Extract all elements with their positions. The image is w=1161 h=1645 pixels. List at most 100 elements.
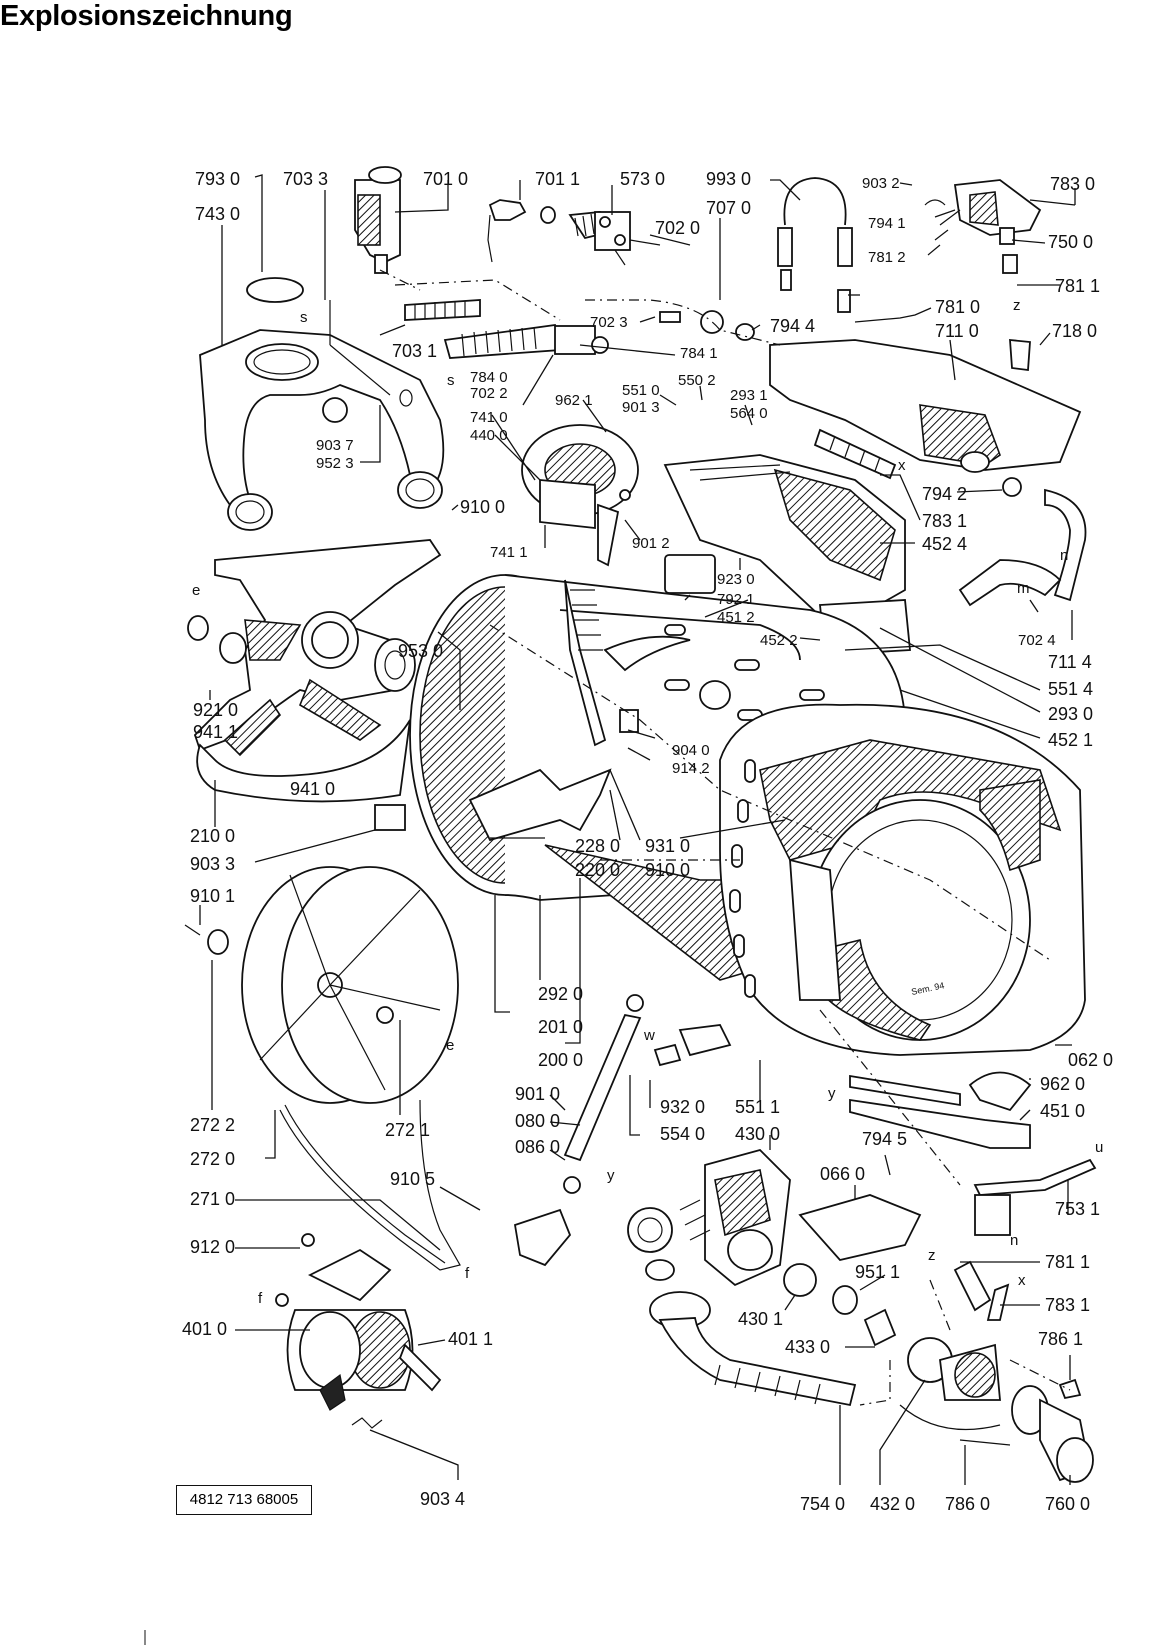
label-7831a: 783 1	[922, 511, 967, 531]
label-9101: 910 1	[190, 886, 235, 906]
label-9930: 993 0	[706, 169, 751, 189]
label-7831b: 783 1	[1045, 1295, 1090, 1315]
label-7531: 753 1	[1055, 1199, 1100, 1219]
label-9040: 904 0	[672, 742, 710, 759]
detergent-drawer-7110	[769, 338, 1082, 473]
label-9012: 901 2	[632, 535, 670, 552]
clip-9034	[351, 1417, 383, 1429]
hose-junction-7022	[554, 325, 609, 355]
heater-4510	[849, 1071, 1032, 1149]
label-9310: 931 0	[645, 836, 690, 856]
mark-z: z	[1013, 297, 1021, 314]
label-7840: 784 0	[470, 369, 508, 386]
label-2200: 220 0	[575, 860, 620, 880]
label-9620: 962 0	[1040, 1074, 1085, 1094]
label-2010: 201 0	[538, 1017, 583, 1037]
assembly-lines	[379, 269, 1071, 1406]
mark-y: y	[607, 1167, 615, 1184]
label-4524: 452 4	[922, 534, 967, 554]
label-2931: 293 1	[730, 387, 768, 404]
drum-heater-hose-7831	[813, 428, 897, 480]
label-7011: 701 1	[535, 169, 580, 189]
label-7010: 701 0	[423, 169, 468, 189]
hoses-7811-7831	[953, 1260, 1010, 1321]
label-2721: 272 1	[385, 1120, 430, 1140]
mark-x: x	[898, 457, 906, 474]
label-2722: 272 2	[190, 1115, 235, 1135]
label-4011: 401 1	[448, 1329, 493, 1349]
solenoid-valve-5730	[594, 211, 661, 266]
label-9105: 910 5	[390, 1169, 435, 1189]
mark-u: u	[1095, 1139, 1103, 1156]
label-9100b: 910 0	[645, 860, 690, 880]
mark-f: f	[465, 1265, 470, 1282]
clip-0860	[513, 1208, 572, 1267]
washer-9101	[184, 924, 229, 955]
label-4320: 432 0	[870, 1494, 915, 1514]
filter-pad-0660	[798, 1194, 922, 1261]
filter-valve-7941	[927, 179, 1076, 274]
mark-n: n	[1010, 1232, 1018, 1249]
filter-plug-7600	[1011, 1378, 1094, 1483]
label-2280: 228 0	[575, 836, 620, 856]
label-7860: 786 0	[945, 1494, 990, 1514]
label-9210: 921 0	[193, 700, 238, 720]
mark-s: s	[447, 372, 455, 389]
mark-e: e	[192, 582, 200, 599]
label-7022: 702 2	[470, 385, 508, 402]
label-4510: 451 0	[1040, 1101, 1085, 1121]
label-9320: 932 0	[660, 1097, 705, 1117]
leader-lines	[199, 174, 1076, 1485]
drain-hose-7540	[649, 1291, 857, 1407]
label-7033: 703 3	[283, 169, 328, 189]
shock-absorber-0800	[563, 994, 644, 1194]
label-2930: 293 0	[1048, 704, 1093, 724]
label-9013: 901 3	[622, 399, 660, 416]
label-9621: 962 1	[555, 392, 593, 409]
drain-hose-7114	[958, 477, 1087, 607]
label-4522: 452 2	[760, 632, 798, 649]
label-9034: 903 4	[420, 1489, 465, 1509]
sensor-bar-7531	[973, 1158, 1097, 1236]
label-0800: 080 0	[515, 1111, 560, 1131]
label-7540: 754 0	[800, 1494, 845, 1514]
label-9037: 903 7	[316, 437, 354, 454]
label-7810: 781 0	[935, 297, 980, 317]
label-7024: 702 4	[1018, 632, 1056, 649]
label-0860: 086 0	[515, 1137, 560, 1157]
label-7031: 703 1	[392, 341, 437, 361]
spider-cross-9410	[187, 539, 442, 831]
pump-4300	[679, 1148, 791, 1287]
label-0660: 066 0	[820, 1164, 865, 1184]
label-7023: 702 3	[590, 314, 628, 331]
label-9100a: 910 0	[460, 497, 505, 517]
mark-x: x	[1018, 1272, 1026, 1289]
hose-9930	[777, 177, 853, 313]
label-4512: 451 2	[717, 609, 755, 626]
label-7070: 707 0	[706, 198, 751, 218]
label-4010: 401 0	[182, 1319, 227, 1339]
label-5540: 554 0	[660, 1124, 705, 1144]
tub-top-bracket	[199, 300, 445, 531]
label-9033: 903 3	[190, 854, 235, 874]
label-5730: 573 0	[620, 169, 665, 189]
label-7600: 760 0	[1045, 1494, 1090, 1514]
mark-y: y	[828, 1085, 836, 1102]
pump-parts	[627, 1207, 897, 1347]
label-7811a: 781 1	[1055, 276, 1100, 296]
label-7941: 794 1	[868, 215, 906, 232]
label-4300: 430 0	[735, 1124, 780, 1144]
label-7944: 794 4	[770, 316, 815, 336]
label-7020: 702 0	[655, 218, 700, 238]
label-7930: 793 0	[195, 169, 240, 189]
label-5510: 551 0	[622, 382, 660, 399]
pump-bracket-5511	[653, 1024, 732, 1067]
label-9410: 941 0	[290, 779, 335, 799]
label-2710: 271 0	[190, 1189, 235, 1209]
document-number-box: 4812 713 68005	[176, 1485, 312, 1515]
label-4400: 440 0	[470, 427, 508, 444]
soap-housing-4524	[663, 454, 911, 656]
mark-e: e	[446, 1037, 454, 1054]
pump-housing-7410	[521, 424, 639, 567]
